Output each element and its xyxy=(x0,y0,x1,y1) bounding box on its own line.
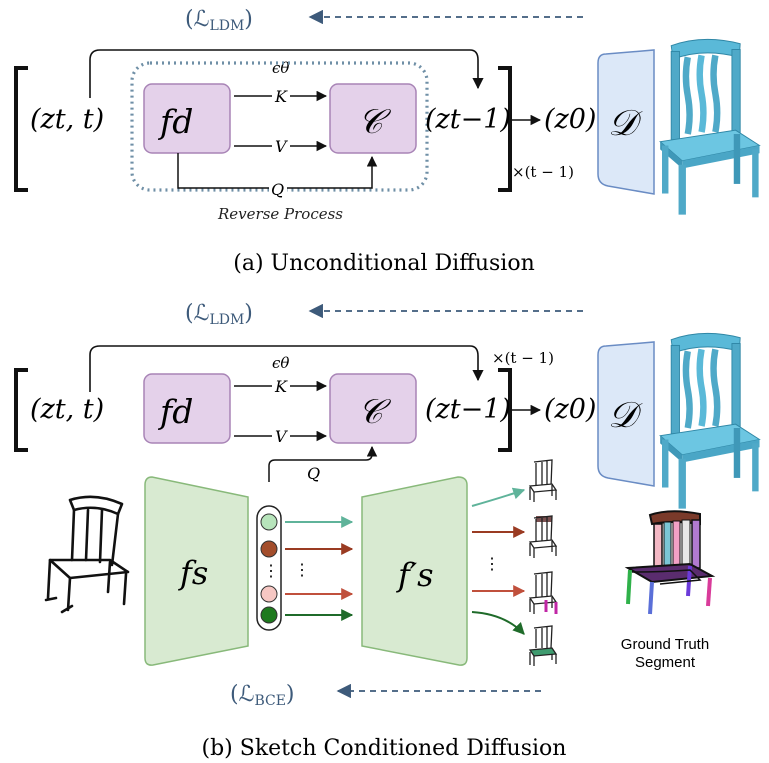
z0-label-bottom: (z0) xyxy=(544,394,596,425)
ground-truth-label-line2: Segment xyxy=(635,654,696,671)
k-label-bottom: K xyxy=(274,377,288,396)
fd-block-top xyxy=(143,83,231,154)
v-label-bg-bottom xyxy=(272,426,290,444)
unconditional-diffusion-panel: (ℒLDM) ϵθ Reverse Process (zt, t) fd 𝒞 K… xyxy=(14,7,760,276)
input-zt-label-bottom: (zt, t) xyxy=(30,394,104,425)
caption-unconditional: (a) Unconditional Diffusion xyxy=(233,251,535,276)
output-chair-1 xyxy=(528,459,558,502)
k-label-bg-bottom xyxy=(272,376,290,394)
chair-3d-output-bottom xyxy=(660,333,759,508)
left-bracket-bottom xyxy=(14,368,28,452)
output-ellipsis: ⋮ xyxy=(484,554,500,573)
fs-prime-label: f′s xyxy=(396,556,434,594)
v-label-bottom: V xyxy=(275,427,288,446)
sketch-encoder-block xyxy=(144,476,249,666)
q-label-bg-top xyxy=(269,179,287,197)
ldm-loss-label-top: (ℒLDM) xyxy=(185,7,253,34)
bce-loss-label: (ℒBCE) xyxy=(230,682,295,709)
epsilon-theta-label-top: ϵθ xyxy=(272,59,289,77)
c-block-bottom xyxy=(329,373,417,444)
epsilon-theta-label-bottom: ϵθ xyxy=(272,354,289,372)
fd-block-bottom xyxy=(143,373,231,444)
zt-minus-1-label-top: (zt−1) xyxy=(425,104,511,135)
segment-decoder-block xyxy=(361,476,468,666)
sketch-conditioned-diffusion-panel: (ℒLDM) ϵθ ×(t − 1) (zt, t) fd 𝒞 K V (zt−… xyxy=(14,301,760,761)
chair-3d-output-top xyxy=(660,39,759,214)
zt-minus-1-label-bottom: (zt−1) xyxy=(425,394,511,425)
green-output-arrow xyxy=(471,611,525,635)
middle-ellipsis: ⋮ xyxy=(294,560,310,579)
ldm-loss-label-bottom: (ℒLDM) xyxy=(185,301,253,328)
latent-dot-4 xyxy=(260,606,278,624)
sketch-chair-input xyxy=(44,495,130,614)
latent-dot-1 xyxy=(260,513,278,531)
ground-truth-label-line1: Ground Truth xyxy=(621,636,709,653)
output-chair-3 xyxy=(528,571,558,614)
latent-dot-3 xyxy=(260,585,278,603)
v-label-top: V xyxy=(275,137,288,156)
output-chair-2 xyxy=(528,515,558,558)
v-label-bg-top xyxy=(272,136,290,154)
latent-dot-2 xyxy=(260,540,278,558)
c-block-top xyxy=(329,83,417,154)
fs-label: fs xyxy=(178,554,208,592)
q-label-bottom: Q xyxy=(307,464,320,483)
times-t-minus-1-label-bottom: ×(t − 1) xyxy=(492,349,554,367)
decoder-block-bottom xyxy=(597,341,655,487)
k-label-top: K xyxy=(274,87,288,106)
z0-label-top: (z0) xyxy=(544,104,596,135)
input-zt-label-top: (zt, t) xyxy=(30,104,104,135)
fd-label-bottom: fd xyxy=(157,392,193,431)
q-label-top: Q xyxy=(271,180,284,199)
ground-truth-segment-chair xyxy=(624,510,716,615)
left-bracket-top xyxy=(14,66,28,192)
output-chair-4 xyxy=(528,625,558,666)
fd-label-top: fd xyxy=(157,102,193,141)
teal-output-arrow xyxy=(471,487,526,507)
skip-connection-arrow-top xyxy=(89,49,484,98)
times-t-minus-1-label-top: ×(t − 1) xyxy=(512,163,574,181)
latent-ellipsis: ⋮ xyxy=(263,561,279,580)
k-label-bg-top xyxy=(272,86,290,104)
skip-connection-arrow-bottom xyxy=(89,345,484,392)
right-bracket-bottom xyxy=(498,368,512,452)
q-arrow-bottom xyxy=(268,445,378,482)
decoder-block-top xyxy=(597,49,655,195)
reverse-process-label: Reverse Process xyxy=(217,205,343,223)
caption-sketch-conditioned: (b) Sketch Conditioned Diffusion xyxy=(202,736,567,761)
right-bracket-top xyxy=(498,66,512,192)
